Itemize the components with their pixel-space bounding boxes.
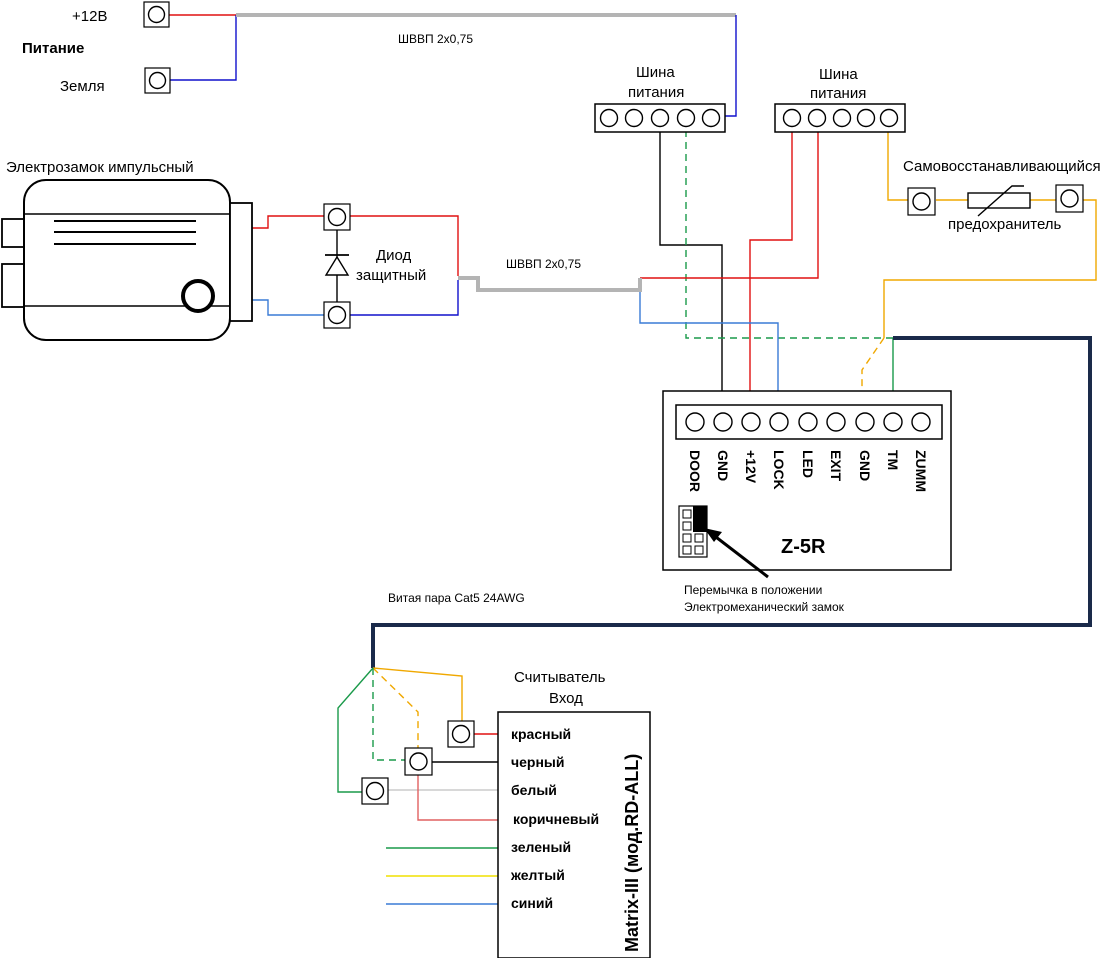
jumper-note-line2: Электромеханический замок — [684, 600, 845, 614]
twisted-pair-label: Витая пара Cat5 24AWG — [388, 591, 525, 605]
controller-terminal-label: LOCK — [771, 450, 787, 490]
reader-wire-label: красный — [511, 726, 571, 742]
reader-wire-label: желтый — [510, 867, 565, 883]
wire-red-12v-a — [749, 130, 793, 412]
diode-symbol — [324, 230, 350, 302]
wire-green-dashed-bus — [685, 130, 893, 339]
controller-terminal-label: GND — [857, 450, 873, 481]
wire-reader-green-dashed — [372, 668, 405, 761]
controller-terminal-4 — [769, 412, 789, 432]
reader-wire-label: черный — [511, 754, 564, 770]
bus1-label-line1: Шина — [636, 64, 675, 81]
controller-terminal-7 — [855, 412, 875, 432]
wire-orange-fuse-in — [887, 118, 908, 201]
reader-terminal-red — [447, 720, 475, 748]
power-terminal-ground — [144, 67, 171, 94]
power-ground-label: Земля — [60, 78, 105, 95]
reader-wire-label: коричневый — [513, 811, 599, 827]
bus2-label-line2: питания — [810, 85, 866, 102]
controller-terminal-2 — [713, 412, 733, 432]
diode-label-line1: Диод — [376, 247, 412, 264]
reader-terminal-white — [361, 777, 389, 805]
power-terminal-plus — [143, 1, 170, 28]
wire-diode-red — [350, 215, 459, 276]
bus1-label-line2: питания — [628, 84, 684, 101]
power-plus-label: +12В — [72, 8, 107, 25]
wire-reader-green — [337, 667, 374, 793]
wire-orange-fuse-out — [883, 199, 1097, 338]
controller-name: Z-5R — [781, 536, 826, 558]
wire-reader-brown — [417, 774, 498, 821]
controller-terminal-label: GND — [715, 450, 731, 481]
jumper-block — [678, 505, 708, 558]
wire-lock-red — [252, 215, 337, 229]
cable-mid-label: ШВВП 2х0,75 — [506, 257, 581, 271]
power-title: Питание — [22, 40, 84, 57]
bus2-label-line1: Шина — [819, 66, 858, 83]
fuse-symbol — [967, 185, 1031, 217]
bus2-terminal-strip — [774, 103, 906, 133]
cable-mid-gray — [458, 276, 642, 292]
controller-terminal-5 — [798, 412, 818, 432]
controller-terminal-1 — [685, 412, 705, 432]
wire-power-ground-blue — [170, 15, 237, 81]
cable-top-label: ШВВП 2х0,75 — [398, 32, 473, 46]
wire-diode-blue — [350, 280, 459, 316]
controller-terminal-8 — [883, 412, 903, 432]
fuse-label-line2: предохранитель — [948, 216, 1062, 233]
controller-z5r: DOOR GND +12V LOCK LED EXIT GND TM ZUMM Z-5R — [662, 390, 952, 571]
controller-terminal-labels: DOOR GND +12V LOCK LED EXIT GND TM ZUMM — [687, 450, 929, 492]
controller-terminal-3 — [741, 412, 761, 432]
reader-terminal-black — [404, 747, 433, 776]
reader-wire-labels: красный черный белый коричневый зеленый желты… — [510, 726, 599, 911]
fuse-terminal-left — [907, 187, 936, 216]
reader-matrix-iii: красный черный белый коричневый зеленый желты… — [497, 711, 651, 958]
controller-terminal-label: LED — [800, 450, 816, 478]
wire-lock-blue — [252, 299, 337, 316]
wire-bus1-blue — [718, 15, 737, 117]
controller-terminal-circles — [685, 412, 931, 432]
reader-title-line2: Вход — [549, 690, 583, 707]
jumper-note-line1: Перемычка в положении — [684, 583, 822, 597]
fuse-label-line1: Самовосстанавливающийся — [903, 158, 1101, 175]
electric-lock — [1, 179, 253, 341]
reader-wire-label: зеленый — [511, 839, 571, 855]
controller-terminal-label: ZUMM — [913, 450, 929, 492]
wire-red-12v-b — [640, 130, 819, 279]
cable-twisted-pair — [371, 336, 1092, 668]
controller-terminal-label: EXIT — [828, 450, 844, 482]
controller-terminal-label: +12V — [743, 450, 759, 484]
controller-terminal-label: DOOR — [687, 450, 703, 492]
wire-lock-lightblue — [639, 290, 779, 412]
wire-black-gnd — [659, 130, 723, 412]
reader-wire-label: синий — [511, 895, 553, 911]
reader-wire-label: белый — [511, 782, 557, 798]
controller-terminal-6 — [826, 412, 846, 432]
diode-terminal-top — [323, 203, 351, 231]
diode-label-line2: защитный — [356, 267, 426, 284]
diode-terminal-bottom — [323, 301, 351, 329]
wire-reader-orange — [372, 667, 463, 722]
fuse-terminal-right — [1055, 184, 1084, 213]
jumper-pointer-arrow — [704, 528, 769, 579]
lock-title: Электрозамок импульсный — [6, 159, 194, 176]
wires — [168, 13, 1097, 905]
controller-terminal-label: TM — [885, 450, 901, 470]
reader-model: Matrix-III (мод.RD-ALL) — [622, 754, 642, 952]
controller-terminal-9 — [911, 412, 931, 432]
bus1-terminal-strip — [594, 103, 726, 133]
reader-title-line1: Считыватель — [514, 669, 606, 686]
wire-reader-orange-dashed — [372, 667, 419, 748]
